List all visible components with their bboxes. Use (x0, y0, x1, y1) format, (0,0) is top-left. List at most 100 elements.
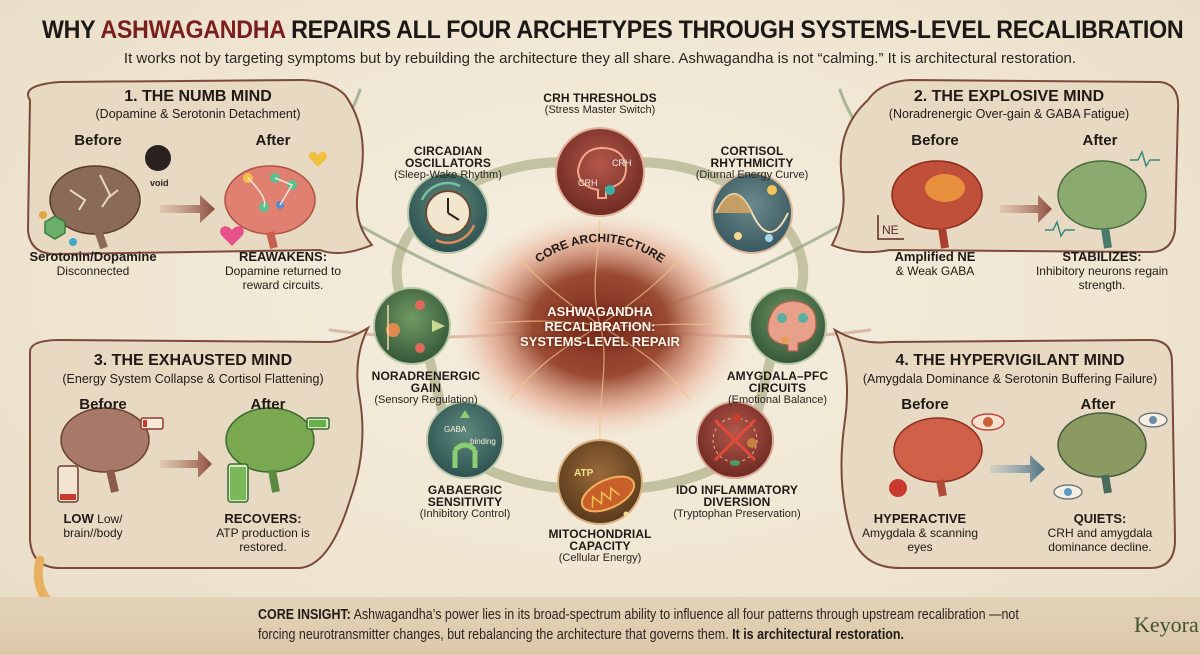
node-mitochondrial (557, 439, 643, 525)
crh-inner-label-1: CRH (612, 158, 632, 168)
node-amygdala-pfc (749, 287, 827, 365)
archetype-panel-3: 3. THE EXHAUSTED MIND (Energy System Col… (28, 340, 358, 568)
after-caption: STABILIZES:Inhibitory neurons regain str… (1032, 249, 1172, 293)
insight-body: Ashwagandha’s power lies in its broad-sp… (258, 607, 1019, 643)
before-caption: Amplified NE& Weak GABA (865, 249, 1005, 279)
before-caption-bold: LOW (63, 511, 94, 526)
before-caption-bold: Serotonin/Dopamine (29, 249, 157, 264)
page-subtitle: It works not by targeting symptoms but b… (123, 50, 1077, 67)
node-sub: (Sensory Regulation) (374, 394, 478, 406)
node-label-mitochondrial: MITOCHONDRIAL CAPACITY(Cellular Energy) (545, 528, 655, 564)
center-line-1: ASHWAGANDHA (547, 304, 653, 319)
before-label: Before (79, 396, 127, 413)
center-line-2: RECALIBRATION: (544, 319, 656, 334)
before-caption-text: Low/ brain//body (63, 512, 123, 540)
panel-1-illustrations (39, 145, 328, 250)
panel-3-shape (29, 325, 371, 569)
node-sub: (Sleep-Wake Rhythm) (394, 169, 502, 181)
node-name: IDO INFLAMMATORY DIVERSION (675, 483, 799, 509)
node-sub: (Inhibitory Control) (419, 508, 511, 520)
before-caption-bold: HYPERACTIVE (873, 511, 967, 526)
node-name: CORTISOL RHYTHMICITY (710, 144, 794, 170)
before-caption-text: & Weak GABA (895, 264, 975, 278)
after-caption-bold: QUIETS: (1073, 511, 1127, 526)
insight-label: CORE INSIGHT: (258, 607, 351, 623)
panel-3-illustrations (57, 407, 330, 503)
after-label: After (1082, 132, 1118, 149)
node-sub: (Emotional Balance) (727, 394, 828, 406)
before-label: Before (74, 132, 122, 149)
node-name: CIRCADIAN OSCILLATORS (405, 144, 491, 170)
node-noradrenergic (373, 287, 451, 365)
archetype-subtitle: (Noradrenergic Over-gain & GABA Fatigue) (888, 107, 1130, 121)
before-caption-text: Amygdala & scanning eyes (861, 526, 979, 554)
center-line-3: SYSTEMS-LEVEL REPAIR (520, 334, 680, 349)
after-label: After (255, 132, 291, 149)
after-label: After (250, 396, 286, 413)
panel-2-illustrations (877, 149, 1160, 249)
ne-label: NE (882, 223, 899, 237)
crh-inner-label-2: CRH (578, 178, 598, 188)
panel-4-shape (832, 327, 1177, 569)
after-caption-bold: REAWAKENS: (238, 249, 328, 264)
title-highlight: ASHWAGANDHA (100, 16, 285, 44)
title-suffix: REPAIRS ALL FOUR ARCHETYPES THROUGH SYST… (291, 16, 1184, 44)
node-name: CRH THRESHOLDS (543, 91, 657, 105)
after-caption-bold: STABILIZES: (1062, 249, 1142, 264)
archetype-subtitle: (Amygdala Dominance & Serotonin Bufferin… (862, 372, 1158, 386)
before-label: Before (901, 396, 949, 413)
node-sub: (Tryptophan Preservation) (673, 508, 801, 520)
archetype-subtitle: (Energy System Collapse & Cortisol Flatt… (62, 372, 324, 386)
after-caption: RECOVERS:ATP production is restored. (198, 512, 328, 555)
before-caption-text: Disconnected (56, 264, 130, 278)
after-caption-text: Dopamine returned to reward circuits. (224, 264, 342, 292)
node-ido (696, 401, 774, 479)
archetype-title: 4. THE HYPERVIGILANT MIND (895, 352, 1125, 369)
page-title: WHY ASHWAGANDHA REPAIRS ALL FOUR ARCHETY… (42, 16, 1184, 45)
insight-emphasis: It is architectural restoration. (732, 627, 904, 643)
atp-inner-label: ATP (574, 468, 594, 479)
after-caption-text: CRH and amygdala dominance decline. (1047, 526, 1153, 554)
node-label-crh: CRH THRESHOLDS(Stress Master Switch) (520, 92, 680, 116)
node-label-cortisol: CORTISOL RHYTHMICITY(Diurnal Energy Curv… (682, 145, 822, 181)
node-label-ido: IDO INFLAMMATORY DIVERSION(Tryptophan Pr… (672, 484, 802, 520)
after-label: After (1080, 396, 1116, 413)
after-caption-text: ATP production is restored. (216, 526, 310, 554)
brand-logo: Keyora (1108, 612, 1199, 638)
node-gabaergic (426, 401, 504, 479)
core-insight-text: CORE INSIGHT: Ashwagandha’s power lies i… (258, 605, 1058, 645)
core-insight-band: CORE INSIGHT: Ashwagandha’s power lies i… (0, 597, 1200, 655)
before-caption-bold: Amplified NE (894, 249, 976, 264)
node-label-circadian: CIRCADIAN OSCILLATORS(Sleep-Wake Rhythm) (378, 145, 518, 181)
core-center-label: ASHWAGANDHA RECALIBRATION: SYSTEMS-LEVEL… (515, 304, 685, 349)
node-label-amygdala-pfc: AMYGDALA–PFC CIRCUITS(Emotional Balance) (715, 370, 840, 406)
node-sub: (Cellular Energy) (558, 552, 642, 564)
node-name: AMYGDALA–PFC CIRCUITS (726, 369, 829, 395)
before-label: Before (911, 132, 959, 149)
archetype-panel-2: 2. THE EXPLOSIVE MIND (Noradrenergic Ove… (840, 80, 1178, 292)
archetype-panel-1: 1. THE NUMB MIND (Dopamine & Serotonin D… (28, 80, 368, 292)
node-cortisol (711, 172, 793, 254)
node-name: NORADRENERGIC GAIN (371, 369, 481, 395)
void-label: void (150, 178, 169, 188)
before-caption: LOW Low/ brain//body (33, 511, 153, 541)
node-name: GABAERGIC SENSITIVITY (427, 483, 503, 509)
node-sub: (Stress Master Switch) (544, 104, 656, 116)
archetype-panel-4: 4. THE HYPERVIGILANT MIND (Amygdala Domi… (845, 340, 1175, 568)
node-sub: (Diurnal Energy Curve) (695, 169, 809, 181)
archetype-title: 3. THE EXHAUSTED MIND (93, 352, 293, 369)
binding-inner-label: binding (470, 437, 496, 446)
node-circadian (407, 172, 489, 254)
node-label-noradrenergic: NORADRENERGIC GAIN(Sensory Regulation) (366, 370, 486, 406)
panel-4-illustrations (889, 412, 1168, 500)
archetype-title: 1. THE NUMB MIND (124, 88, 272, 105)
archetype-title: 2. THE EXPLOSIVE MIND (913, 88, 1105, 105)
after-caption: QUIETS:CRH and amygdala dominance declin… (1030, 511, 1170, 555)
gaba-inner-label: GABA (444, 425, 467, 434)
node-name: MITOCHONDRIAL CAPACITY (548, 527, 652, 553)
archetype-subtitle: (Dopamine & Serotonin Detachment) (95, 107, 301, 121)
node-crh (555, 127, 645, 217)
brand-name: Keyora (1134, 612, 1199, 637)
